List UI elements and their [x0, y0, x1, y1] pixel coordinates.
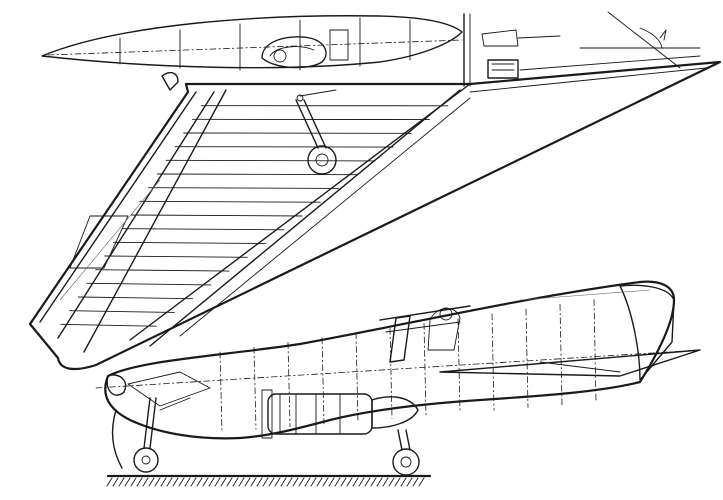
- ground-hatch-line: [412, 477, 419, 487]
- ground-hatch-line: [394, 477, 401, 487]
- ground-hatch-line: [322, 477, 329, 487]
- ground-hatch-line: [136, 477, 143, 487]
- ground-hatch-line: [340, 477, 347, 487]
- wing-rib: [60, 323, 157, 327]
- ground-hatch-line: [262, 477, 269, 487]
- ground-hatch-line: [256, 477, 263, 487]
- fuselage-rib: [457, 318, 461, 414]
- ground-hatch-line: [310, 477, 317, 487]
- fuselage-rib: [253, 346, 257, 430]
- ground-hatch-line: [202, 477, 209, 487]
- ground-hatch-line: [376, 477, 383, 487]
- wing-rib: [95, 269, 230, 272]
- nose-gear: [111, 397, 191, 473]
- ground-hatch-line: [382, 477, 389, 487]
- ground-hatch-line: [148, 477, 155, 487]
- ground-hatch-line: [292, 477, 299, 487]
- ground-line: [106, 474, 432, 487]
- wing-ribs: [60, 105, 449, 327]
- ground-hatch-line: [118, 477, 125, 487]
- ground-hatch-line: [274, 477, 281, 487]
- ground-hatch-line: [304, 477, 311, 487]
- fuselage-ribs: [219, 299, 597, 433]
- ground-hatch-line: [316, 477, 323, 487]
- fuselage-side: [95, 280, 701, 440]
- fuselage-rib: [321, 337, 325, 425]
- ground-hatch-line: [250, 477, 257, 487]
- ground-hatch-line: [400, 477, 407, 487]
- fuselage-rib: [559, 303, 563, 406]
- wing-planform: [28, 60, 722, 371]
- ground-hatch-line: [370, 477, 377, 487]
- ground-hatch-line: [142, 477, 149, 487]
- ground-hatch-line: [268, 477, 275, 487]
- ground-hatch-line: [130, 477, 137, 487]
- wing-rib: [86, 282, 212, 286]
- ground-hatch-line: [238, 477, 245, 487]
- ground-hatch-line: [190, 477, 197, 487]
- ground-hatch-line: [418, 477, 425, 487]
- gear-strut-plan: [161, 71, 337, 175]
- wing-rib: [148, 187, 339, 189]
- ground-hatch-line: [352, 477, 359, 487]
- fuselage-rib: [593, 299, 597, 403]
- wing-rib: [156, 173, 358, 176]
- ground-hatch-line: [112, 477, 119, 487]
- wing-rib: [77, 296, 194, 300]
- ground-hatch-line: [208, 477, 215, 487]
- wing-rib: [104, 255, 248, 258]
- ground-hatch-line: [214, 477, 221, 487]
- wing-rib: [69, 310, 175, 313]
- wing-rib: [112, 241, 267, 245]
- fuselage-rib: [525, 308, 529, 408]
- ground-hatch-line: [280, 477, 287, 487]
- fuselage-rib: [389, 327, 393, 419]
- fuselage-rib: [423, 323, 427, 417]
- ground-hatch-line: [406, 477, 413, 487]
- ground-hatch-line: [220, 477, 227, 487]
- ground-hatch-line: [124, 477, 131, 487]
- fuselage-rib: [491, 313, 495, 411]
- fuselage-rib: [219, 351, 223, 433]
- ground-hatch-line: [106, 477, 113, 487]
- ground-hatch-line: [334, 477, 341, 487]
- ground-hatch-line: [364, 477, 371, 487]
- wing-rib: [130, 214, 303, 217]
- ground-hatch-line: [244, 477, 251, 487]
- ground-hatch-line: [388, 477, 395, 487]
- main-gear: [392, 429, 420, 476]
- fuselage-rib: [355, 332, 359, 422]
- wing-rib: [165, 159, 376, 162]
- ground-hatch-line: [154, 477, 161, 487]
- ground-hatch-line: [286, 477, 293, 487]
- ground-hatch-line: [358, 477, 365, 487]
- wing-rib: [121, 228, 285, 231]
- ground-hatch-line: [226, 477, 233, 487]
- fuselage-rib: [287, 342, 291, 427]
- ground-hatch-line: [160, 477, 167, 487]
- ground-hatch-line: [346, 477, 353, 487]
- ground-hatch-line: [172, 477, 179, 487]
- ground-hatch-line: [196, 477, 203, 487]
- ground-hatch-line: [232, 477, 239, 487]
- ground-hatch-line: [178, 477, 185, 487]
- ground-hatch-line: [328, 477, 335, 487]
- ground-hatch-line: [184, 477, 191, 487]
- ground-hatch-line: [166, 477, 173, 487]
- top-right-detail: [481, 11, 701, 79]
- top-pod: [41, 15, 463, 71]
- ground-hatch-line: [298, 477, 305, 487]
- wing-rib: [139, 200, 321, 203]
